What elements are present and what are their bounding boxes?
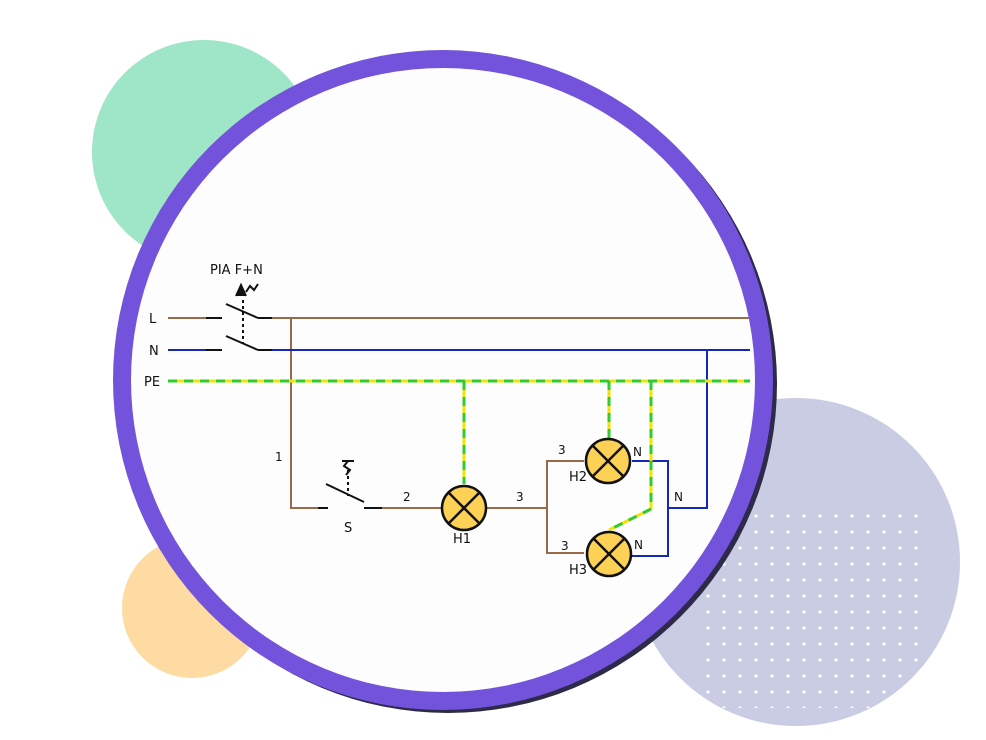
wire-number-1: 1 xyxy=(275,450,283,464)
neutral-tag-h2: N xyxy=(633,445,642,459)
lamp-label-h2: H2 xyxy=(569,470,587,485)
rail-label-earth: PE xyxy=(144,375,160,390)
earth-rail xyxy=(168,379,750,532)
rail-label-neutral: N xyxy=(149,344,159,359)
wire-number-3-main: 3 xyxy=(516,490,524,504)
breaker-symbol xyxy=(206,282,272,351)
lamp-h3 xyxy=(585,530,633,578)
lamp-label-h1: H1 xyxy=(453,532,471,547)
switch-label: S xyxy=(344,521,352,536)
lamp-h1 xyxy=(440,484,488,532)
wire-number-3-lower: 3 xyxy=(561,539,569,553)
live-rail xyxy=(168,317,750,554)
rail-label-live: L xyxy=(149,312,157,327)
breaker-label: PIA F+N xyxy=(210,263,263,278)
wire-number-2: 2 xyxy=(403,490,411,504)
wire-number-3-upper: 3 xyxy=(558,443,566,457)
lamp-label-h3: H3 xyxy=(569,563,587,578)
neutral-tag-h3: N xyxy=(634,538,643,552)
switch-symbol xyxy=(318,460,382,509)
neutral-tag-junction: N xyxy=(674,490,683,504)
lamp-h2 xyxy=(584,437,632,485)
neutral-rail xyxy=(168,349,750,557)
decor-dot-grid xyxy=(706,508,918,708)
